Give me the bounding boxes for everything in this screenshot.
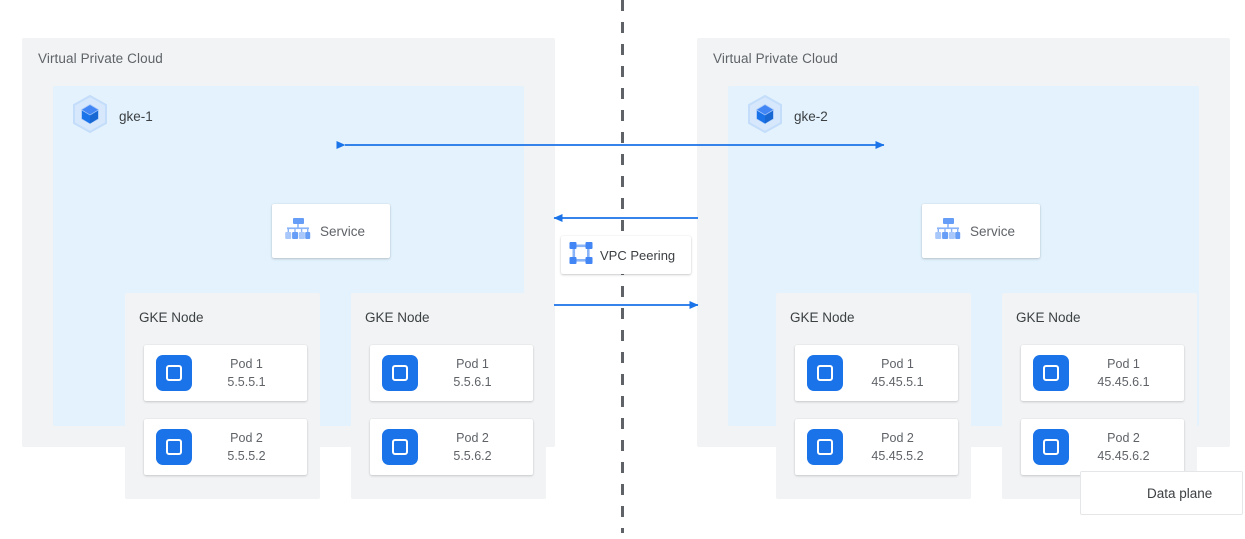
- pod-ip: 45.45.6.1: [1097, 375, 1150, 389]
- pod-text: Pod 1 45.45.6.1: [1069, 355, 1184, 391]
- pod-ip: 5.5.5.1: [227, 375, 266, 389]
- gke-node-title: GKE Node: [365, 310, 430, 325]
- service-label-left: Service: [320, 223, 366, 239]
- pod-text: Pod 1 5.5.5.1: [192, 355, 307, 391]
- pod-ip: 45.45.5.1: [871, 375, 924, 389]
- legend-arrow-swatch: [1093, 488, 1137, 498]
- vpc-peering-chip[interactable]: VPC Peering: [561, 236, 691, 274]
- pod-icon: [1033, 429, 1069, 465]
- pod-ip: 5.5.6.2: [453, 449, 492, 463]
- pod-icon: [807, 355, 843, 391]
- pod-name: Pod 2: [230, 430, 263, 445]
- pod-card[interactable]: Pod 2 5.5.5.2: [144, 419, 307, 475]
- gke-cluster-icon: [71, 94, 109, 139]
- pod-text: Pod 1 45.45.5.1: [843, 355, 958, 391]
- pod-name: Pod 2: [456, 430, 489, 445]
- pod-icon: [156, 355, 192, 391]
- pod-card[interactable]: Pod 1 5.5.5.1: [144, 345, 307, 401]
- pod-icon: [807, 429, 843, 465]
- pod-icon: [156, 429, 192, 465]
- pod-name: Pod 2: [1107, 430, 1140, 445]
- pod-card[interactable]: Pod 2 45.45.5.2: [795, 419, 958, 475]
- gke-cluster-icon: [746, 94, 784, 139]
- pod-card[interactable]: Pod 1 45.45.6.1: [1021, 345, 1184, 401]
- vpc-container-right: Virtual Private Cloud gke-2: [697, 38, 1230, 499]
- pod-text: Pod 1 5.5.6.1: [418, 355, 533, 391]
- pod-name: Pod 2: [881, 430, 914, 445]
- gke-node-left-1: GKE Node Pod 1 5.5.5.1 Pod 2 5.5.5.2: [125, 293, 320, 499]
- service-chip-right[interactable]: Service: [922, 204, 1040, 258]
- vpc-peering-icon: [567, 239, 595, 272]
- cluster-header-right: gke-2: [746, 94, 828, 139]
- vpc-container-left: Virtual Private Cloud gke-1: [22, 38, 555, 499]
- pod-ip: 5.5.5.2: [227, 449, 266, 463]
- service-hierarchy-icon: [932, 214, 962, 249]
- pod-icon: [1033, 355, 1069, 391]
- pod-text: Pod 2 5.5.5.2: [192, 429, 307, 465]
- cluster-name-right: gke-2: [794, 109, 828, 124]
- legend-box: Data plane: [1080, 471, 1243, 515]
- pod-name: Pod 1: [456, 356, 489, 371]
- cluster-header-left: gke-1: [71, 94, 153, 139]
- service-chip-left[interactable]: Service: [272, 204, 390, 258]
- gke-node-left-2: GKE Node Pod 1 5.5.6.1 Pod 2 5.5.6.2: [351, 293, 546, 499]
- gke-node-right-1: GKE Node Pod 1 45.45.5.1 Pod 2 45.45.5.2: [776, 293, 971, 499]
- gke-cluster-right: gke-2: [728, 86, 1199, 499]
- pod-text: Pod 2 5.5.6.2: [418, 429, 533, 465]
- cluster-name-left: gke-1: [119, 109, 153, 124]
- vpc-title-right: Virtual Private Cloud: [713, 51, 838, 66]
- pod-name: Pod 1: [230, 356, 263, 371]
- pod-name: Pod 1: [881, 356, 914, 371]
- pod-card[interactable]: Pod 2 45.45.6.2: [1021, 419, 1184, 475]
- pod-text: Pod 2 45.45.6.2: [1069, 429, 1184, 465]
- gke-node-title: GKE Node: [1016, 310, 1081, 325]
- service-label-right: Service: [970, 223, 1016, 239]
- vpc-peering-label: VPC Peering: [600, 247, 676, 263]
- pod-name: Pod 1: [1107, 356, 1140, 371]
- pod-ip: 45.45.5.2: [871, 449, 924, 463]
- vpc-title-left: Virtual Private Cloud: [38, 51, 163, 66]
- gke-node-title: GKE Node: [139, 310, 204, 325]
- pod-card[interactable]: Pod 1 5.5.6.1: [370, 345, 533, 401]
- pod-ip: 5.5.6.1: [453, 375, 492, 389]
- gke-node-right-2: GKE Node Pod 1 45.45.6.1 Pod 2 45.45.6.2: [1002, 293, 1197, 499]
- pod-ip: 45.45.6.2: [1097, 449, 1150, 463]
- gke-cluster-left: gke-1: [53, 86, 546, 499]
- pod-card[interactable]: Pod 1 45.45.5.1: [795, 345, 958, 401]
- gke-node-title: GKE Node: [790, 310, 855, 325]
- pod-text: Pod 2 45.45.5.2: [843, 429, 958, 465]
- pod-icon: [382, 355, 418, 391]
- pod-icon: [382, 429, 418, 465]
- legend-label: Data plane: [1147, 485, 1213, 501]
- pod-card[interactable]: Pod 2 5.5.6.2: [370, 419, 533, 475]
- service-hierarchy-icon: [282, 214, 312, 249]
